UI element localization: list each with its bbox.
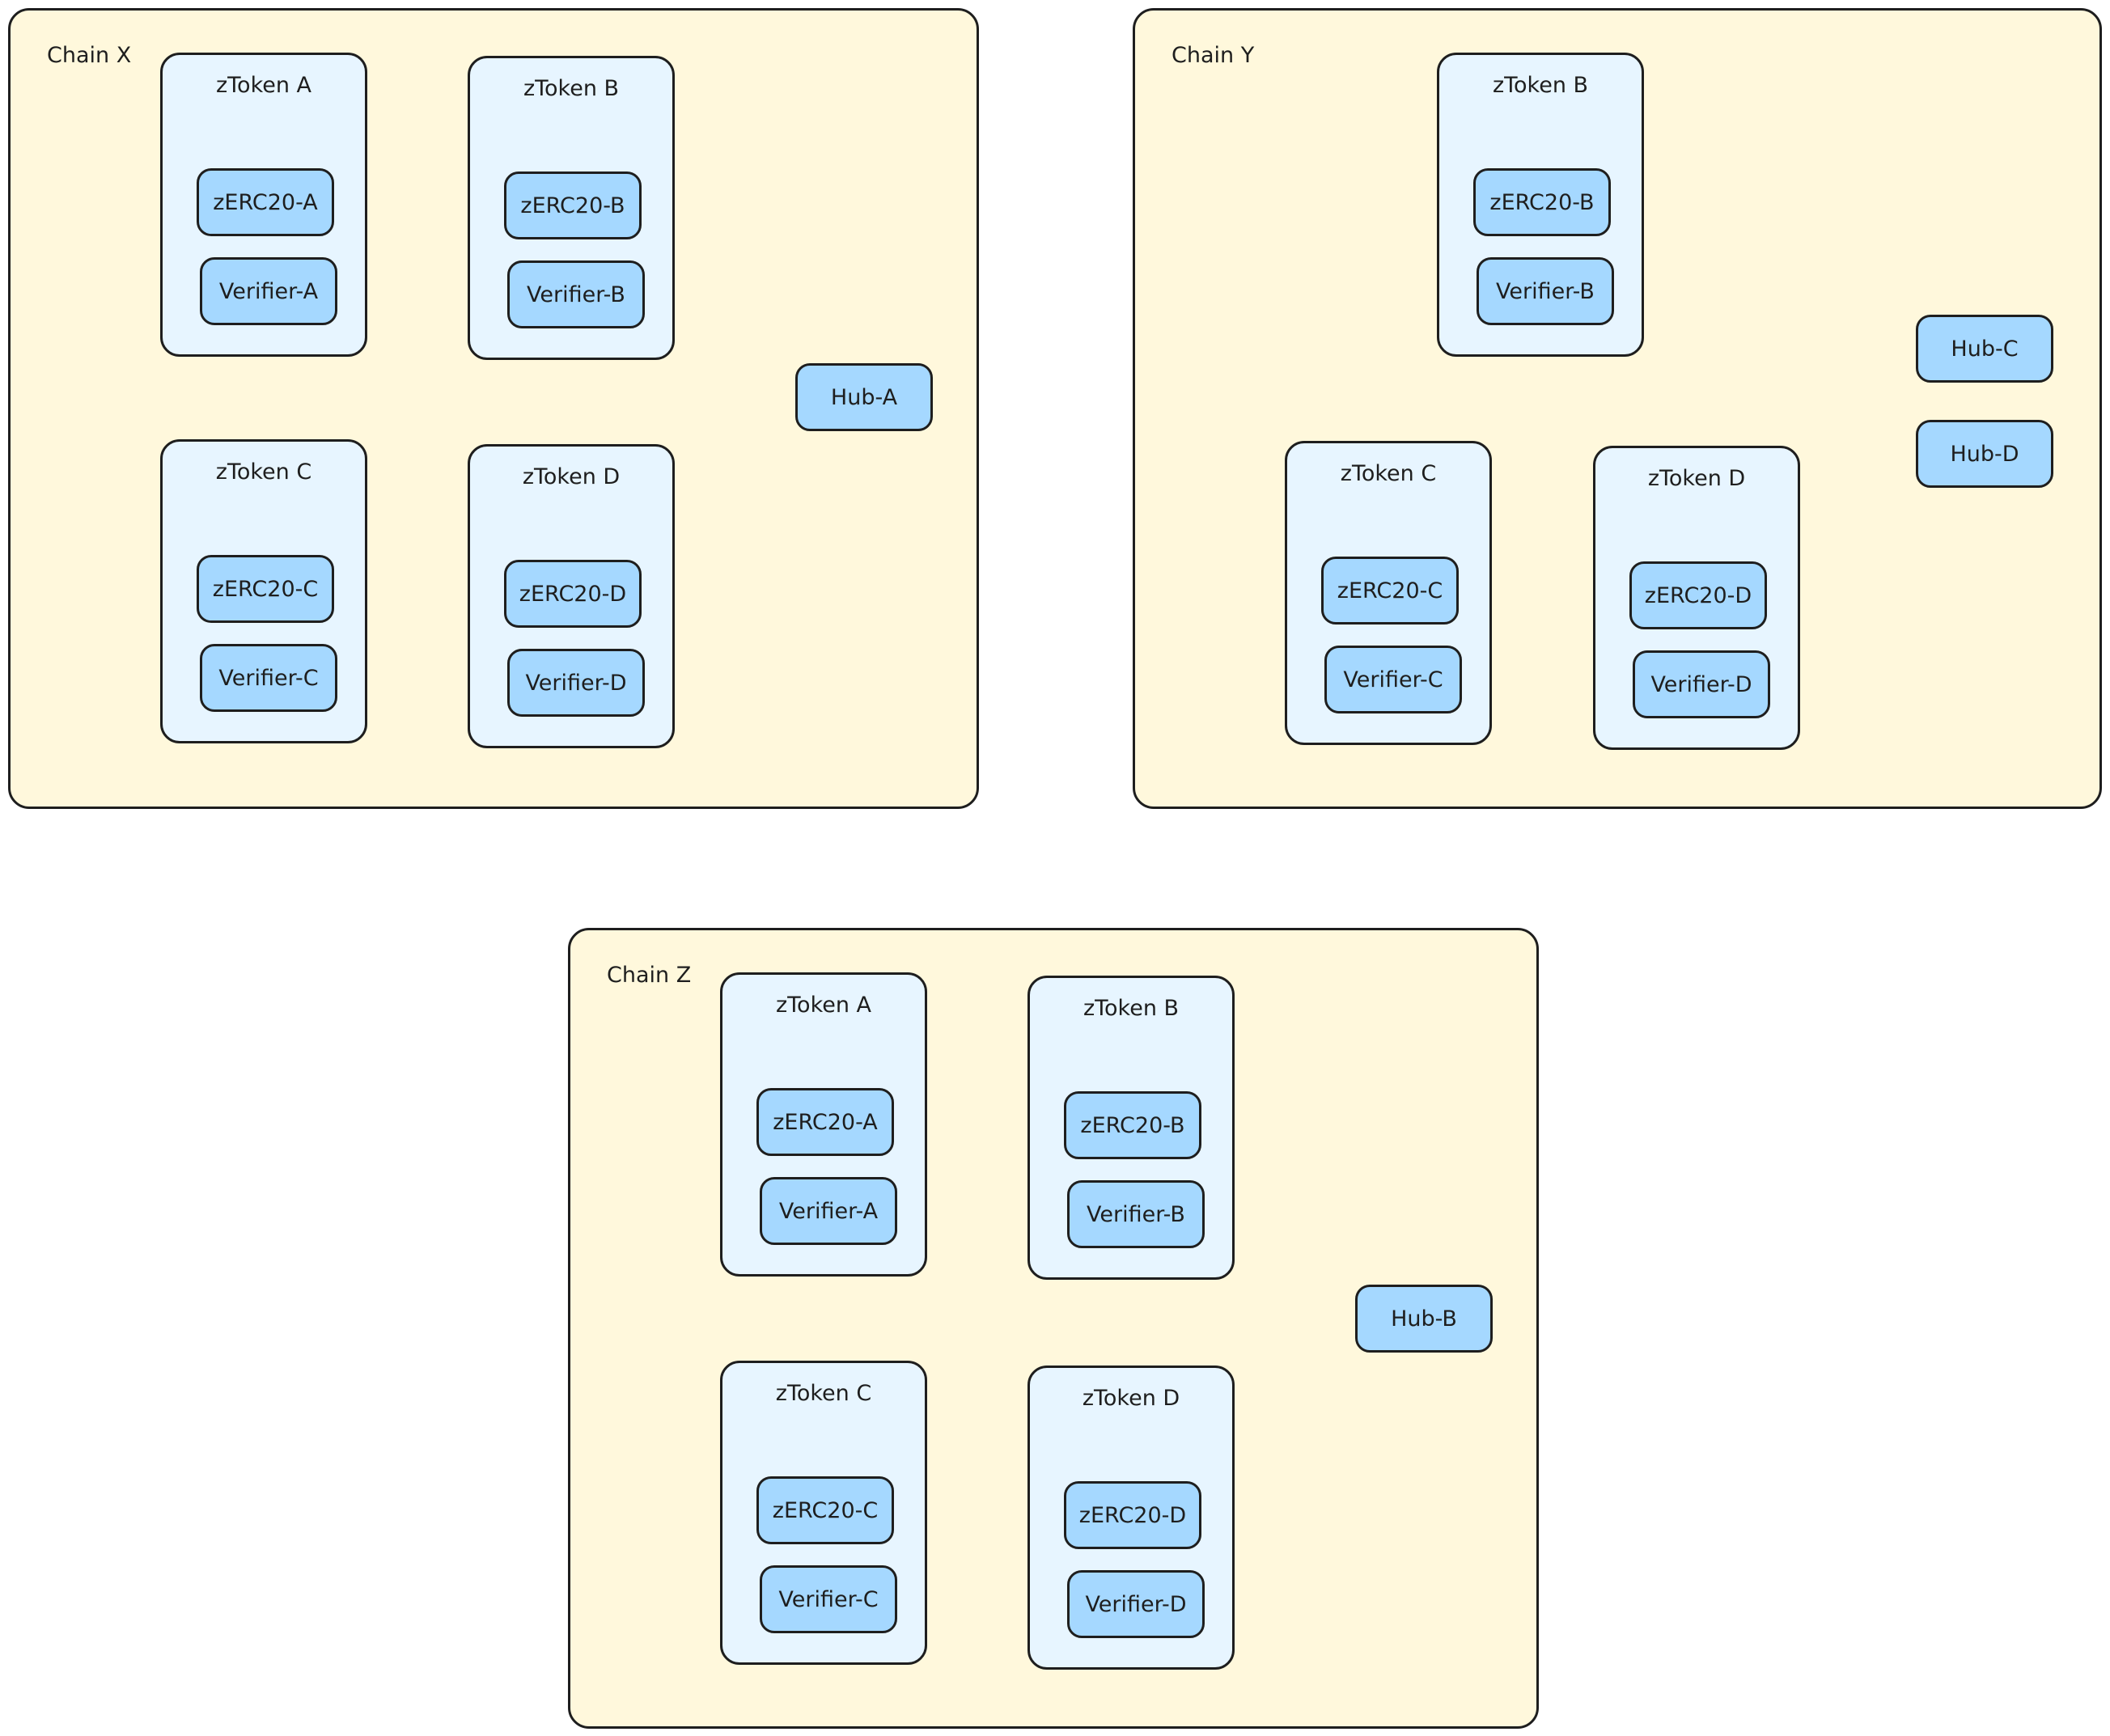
chain-x-container: Chain X zToken A zERC20-A Verifier-A zTo… [8,8,979,809]
ztoken-label: zToken A [775,993,872,1018]
ztoken-label: zToken A [215,73,312,98]
zerc20-d-node[interactable]: zERC20-D [1629,561,1767,629]
ztoken-a-container: zToken A zERC20-A Verifier-A [160,53,367,357]
ztoken-c-container: zToken C zERC20-C Verifier-C [720,1361,927,1665]
verifier-d-node[interactable]: Verifier-D [1633,650,1770,718]
ztoken-a-container: zToken A zERC20-A Verifier-A [720,972,927,1277]
zerc20-c-node[interactable]: zERC20-C [197,555,334,623]
ztoken-label: zToken D [1647,466,1746,491]
verifier-a-node[interactable]: Verifier-A [200,257,337,325]
zerc20-b-node[interactable]: zERC20-B [1473,168,1611,236]
hub-b-node[interactable]: Hub-B [1355,1285,1493,1353]
chain-label: Chain Z [607,963,692,988]
ztoken-b-container: zToken B zERC20-B Verifier-B [1437,53,1644,357]
ztoken-label: zToken C [775,1381,872,1406]
verifier-d-node[interactable]: Verifier-D [507,649,645,717]
verifier-b-node[interactable]: Verifier-B [1477,257,1614,325]
ztoken-label: zToken D [1082,1386,1180,1411]
zerc20-c-node[interactable]: zERC20-C [756,1476,894,1544]
verifier-b-node[interactable]: Verifier-B [1067,1180,1205,1248]
hub-c-node[interactable]: Hub-C [1916,315,2053,383]
ztoken-label: zToken B [1083,996,1180,1021]
verifier-c-node[interactable]: Verifier-C [1324,646,1462,713]
verifier-b-node[interactable]: Verifier-B [507,260,645,328]
verifier-c-node[interactable]: Verifier-C [200,644,337,712]
verifier-a-node[interactable]: Verifier-A [760,1177,897,1245]
zerc20-a-node[interactable]: zERC20-A [197,168,334,236]
hub-a-node[interactable]: Hub-A [795,363,933,431]
zerc20-a-node[interactable]: zERC20-A [756,1088,894,1156]
ztoken-c-container: zToken C zERC20-C Verifier-C [1285,441,1492,745]
ztoken-label: zToken D [522,464,621,489]
zerc20-b-node[interactable]: zERC20-B [504,171,642,239]
hub-d-node[interactable]: Hub-D [1916,420,2053,488]
chain-label: Chain X [47,43,132,68]
ztoken-b-container: zToken B zERC20-B Verifier-B [1027,976,1235,1280]
ztoken-label: zToken C [215,459,312,485]
chain-z-container: Chain Z zToken A zERC20-A Verifier-A zTo… [568,928,1539,1729]
chain-label: Chain Y [1172,43,1255,68]
ztoken-label: zToken B [1492,73,1589,98]
verifier-c-node[interactable]: Verifier-C [760,1565,897,1633]
ztoken-label: zToken C [1340,461,1437,486]
ztoken-b-container: zToken B zERC20-B Verifier-B [468,56,675,360]
zerc20-d-node[interactable]: zERC20-D [504,560,642,628]
zerc20-b-node[interactable]: zERC20-B [1064,1091,1201,1159]
ztoken-d-container: zToken D zERC20-D Verifier-D [1593,446,1800,750]
verifier-d-node[interactable]: Verifier-D [1067,1570,1205,1638]
ztoken-label: zToken B [523,76,620,101]
ztoken-c-container: zToken C zERC20-C Verifier-C [160,439,367,743]
ztoken-d-container: zToken D zERC20-D Verifier-D [1027,1366,1235,1670]
chain-y-container: Chain Y zToken B zERC20-B Verifier-B zTo… [1133,8,2102,809]
ztoken-d-container: zToken D zERC20-D Verifier-D [468,444,675,748]
zerc20-c-node[interactable]: zERC20-C [1321,557,1459,625]
zerc20-d-node[interactable]: zERC20-D [1064,1481,1201,1549]
